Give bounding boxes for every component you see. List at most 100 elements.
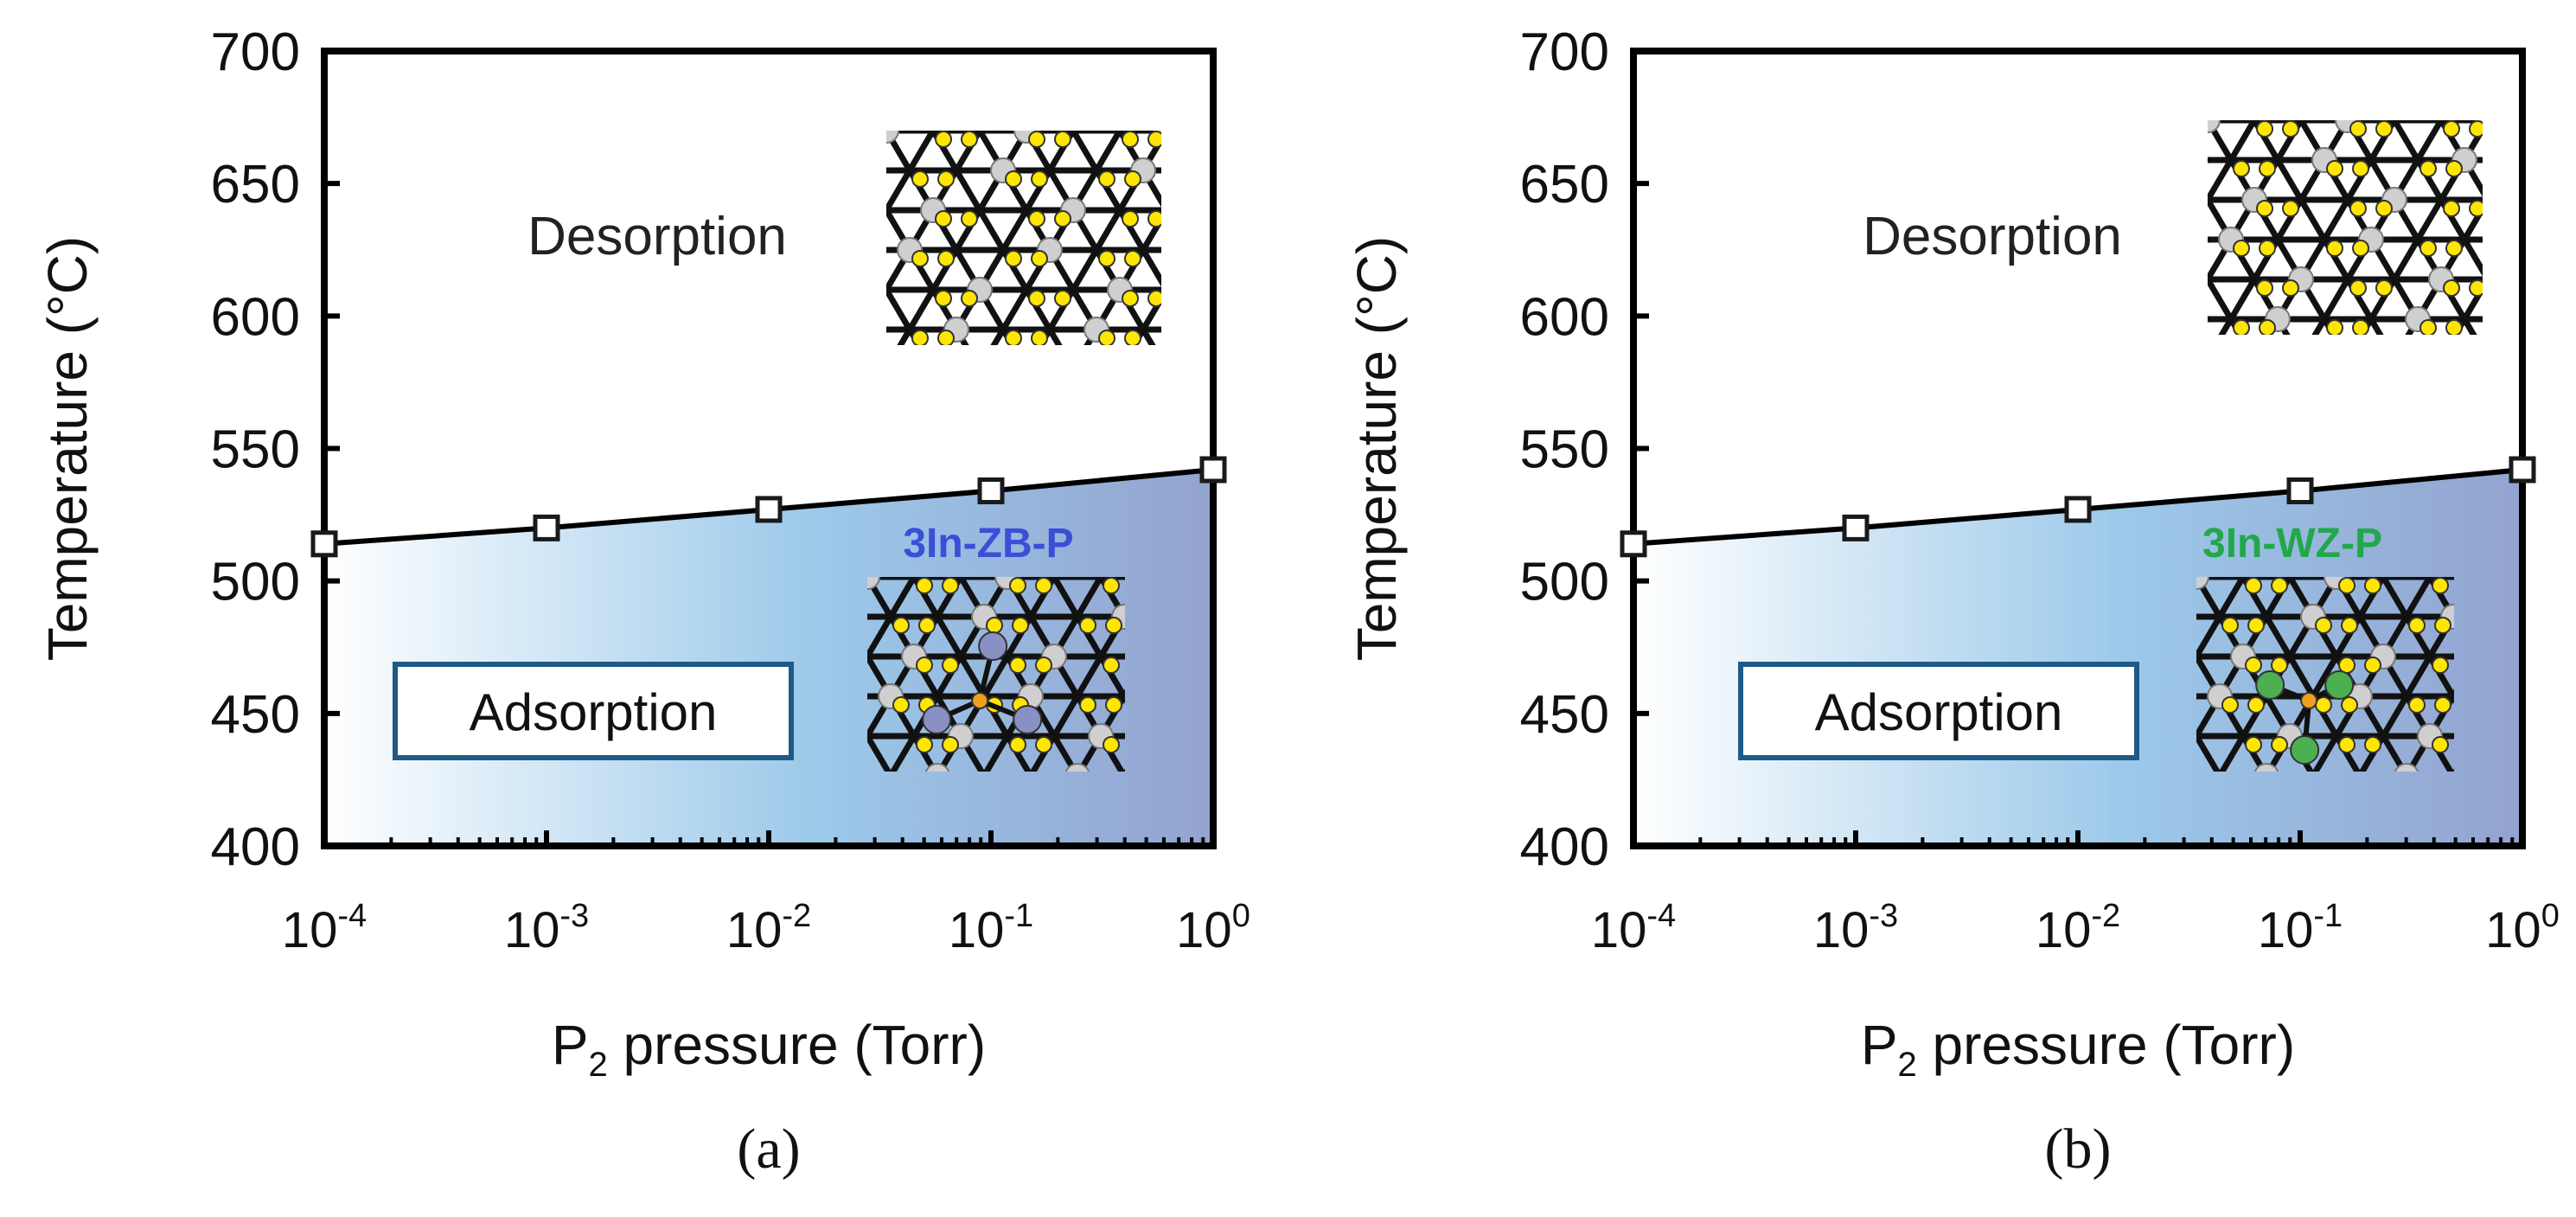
y-tick-label: 550 (211, 420, 300, 480)
phosphorus-atom (942, 736, 959, 753)
phosphorus-atom (2469, 200, 2483, 217)
crystal-bond (2523, 776, 2547, 816)
phosphorus-atom (1098, 330, 1115, 345)
crystal-bond (889, 734, 917, 772)
crystal-bond (1140, 328, 1156, 345)
phosphorus-atom (2164, 360, 2179, 375)
crystal-bond (2208, 194, 2211, 200)
x-tick-label: 10-2 (2036, 898, 2120, 958)
crystal-bond (1000, 288, 1030, 331)
panel-label: (a) (737, 1118, 800, 1181)
crystal-bond (2138, 359, 2161, 399)
crystal-bond (886, 131, 891, 132)
crystal-bond (1237, 330, 1260, 369)
crystal-bond (2488, 279, 2511, 319)
crystal-bond (2348, 120, 2352, 122)
phosphorus-atom (1216, 370, 1231, 386)
crystal-bond (1218, 617, 1241, 657)
phosphorus-atom (2443, 120, 2460, 138)
crystal-bond (1213, 330, 1237, 369)
crystal-bond (980, 369, 1003, 409)
crystal-bond (2231, 359, 2254, 399)
crystal-bond (1237, 409, 1260, 449)
indium-atom (1178, 238, 1202, 262)
phosphorus-atom (1032, 410, 1047, 426)
phosphorus-atom (936, 370, 951, 386)
phosphorus-atom (2537, 201, 2553, 216)
crystal-bond (2534, 240, 2558, 279)
crystal-bond (2161, 240, 2184, 279)
phosphorus-atom (1124, 250, 1141, 267)
phosphorus-atom (961, 210, 978, 227)
crystal-bond (863, 330, 886, 369)
crystal-bond (1051, 695, 1081, 738)
phosphorus-atom (2166, 161, 2182, 176)
phosphorus-atom (842, 291, 858, 306)
crystal-bond (2464, 80, 2488, 120)
crystal-bond (2297, 120, 2301, 122)
crystal-bond (910, 409, 933, 449)
crystal-bond (2196, 615, 2223, 658)
phosphorus-atom (2528, 777, 2544, 792)
indium-atom (1131, 397, 1155, 421)
crystal-bond (1093, 131, 1123, 172)
x-axis-title: P2 pressure (Torr) (552, 1014, 986, 1084)
phosphorus-atom (892, 696, 910, 714)
phosphorus-atom (1031, 170, 1048, 188)
phosphorus-atom (911, 250, 929, 267)
crystal-bond (2286, 655, 2317, 698)
y-axis-title: Temperature (°C) (1346, 236, 1408, 662)
phosphorus-atom (2341, 617, 2358, 634)
phosphorus-atom (1192, 92, 1208, 107)
phosphorus-atom (962, 370, 977, 386)
phosphorus-atom (2537, 121, 2553, 137)
crystal-bond (816, 290, 840, 330)
phosphorus-atom (1054, 131, 1071, 148)
phosphorus-atom (1218, 330, 1234, 346)
indium-atom (1084, 79, 1109, 103)
phosphorus-atom (845, 251, 860, 266)
crystal-bond (2161, 399, 2184, 439)
phosphorus-atom (986, 617, 1003, 634)
phosphorus-atom (1125, 92, 1141, 107)
phosphorus-atom (1009, 577, 1026, 594)
phosphorus-atom (2469, 120, 2483, 138)
crystal-bond (2321, 198, 2351, 241)
phosphorus-atom (1009, 736, 1026, 753)
phosphorus-atom (2526, 657, 2541, 673)
indium-atom (2546, 307, 2570, 331)
phosphorus-atom (2234, 81, 2249, 97)
crystal-bond (840, 91, 863, 131)
phosphorus-atom (1103, 657, 1120, 674)
crystal-bond (1143, 409, 1167, 449)
crystal-bond (1022, 131, 1026, 132)
crystal-bond (929, 131, 933, 132)
phosphorus-atom (961, 131, 978, 148)
phosphorus-atom (2271, 736, 2288, 753)
crystal-bond (2534, 359, 2558, 399)
dopant-indium-atom (1013, 705, 1043, 734)
phosphorus-atom (937, 330, 955, 345)
crystal-bond (816, 210, 840, 250)
x-tick-label: 10-2 (726, 898, 811, 958)
crystal-bond (1213, 369, 1237, 409)
crystal-bond (840, 409, 863, 449)
crystal-bond (1167, 409, 1190, 449)
crystal-bond (886, 284, 890, 290)
phosphorus-atom (1035, 736, 1052, 753)
phosphorus-atom (938, 410, 954, 426)
crystal-bond (2464, 399, 2488, 439)
panel-label: (b) (2045, 1118, 2112, 1181)
phosphorus-atom (1028, 131, 1045, 148)
phosphorus-atom (2260, 400, 2275, 415)
phosphorus-atom (1192, 171, 1208, 187)
phosphorus-atom (2432, 736, 2449, 753)
phosphorus-atom (1125, 410, 1141, 426)
phosphorus-atom (868, 131, 884, 147)
crystal-bond (1115, 131, 1120, 132)
phosphorus-atom (935, 290, 952, 307)
phosphorus-atom (1055, 370, 1071, 386)
phosphorus-atom (2445, 319, 2463, 335)
